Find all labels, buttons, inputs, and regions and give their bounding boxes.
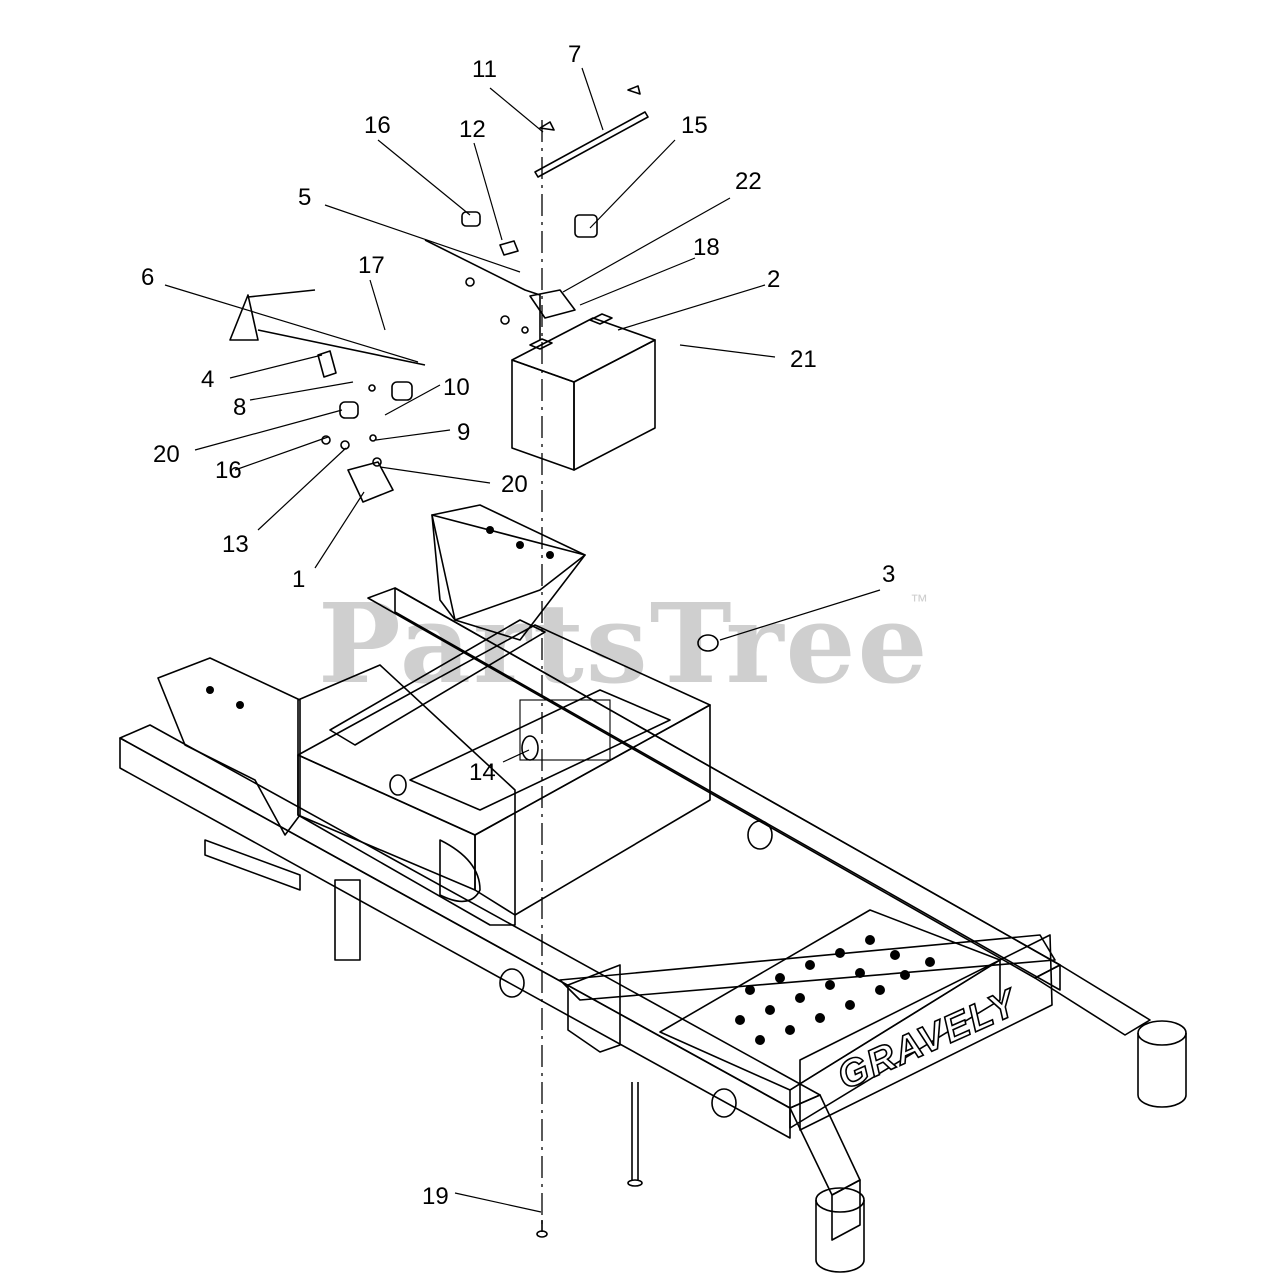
callout-13: 13 bbox=[222, 531, 249, 558]
watermark-text: PartsTree bbox=[318, 579, 930, 708]
brand-logo: GRAVELY bbox=[832, 981, 1026, 1098]
callout-1: 1 bbox=[292, 566, 305, 593]
leader-lines bbox=[164, 67, 881, 1213]
callout-labels: 11 7 16 12 15 22 5 17 18 2 6 21 4 10 8 9… bbox=[141, 41, 895, 1210]
callout-8: 8 bbox=[233, 394, 246, 421]
battery bbox=[511, 313, 656, 471]
callout-4: 4 bbox=[201, 366, 214, 393]
callout-19: 18 bbox=[693, 234, 720, 261]
callout-14: 14 bbox=[469, 759, 496, 786]
callout-10: 10 bbox=[443, 374, 470, 401]
callout-6: 6 bbox=[141, 264, 154, 291]
callout-2: 2 bbox=[767, 266, 780, 293]
callout-12: 12 bbox=[459, 116, 486, 143]
battery-tray-bracket bbox=[431, 504, 586, 621]
callout-7: 7 bbox=[568, 41, 581, 68]
callout-20-right: 21 bbox=[790, 346, 817, 373]
hardware-fasteners bbox=[317, 85, 719, 1238]
caster-tube-right bbox=[1137, 1020, 1187, 1108]
callout-18: 17 bbox=[358, 252, 385, 279]
callout-22: 22 bbox=[735, 168, 762, 195]
callout-15: 15 bbox=[681, 112, 708, 139]
battery-cable bbox=[229, 294, 259, 341]
callout-16-top: 16 bbox=[364, 112, 391, 139]
callout-20-left: 20 bbox=[153, 441, 180, 468]
top-bracket bbox=[534, 111, 649, 178]
callout-9: 9 bbox=[457, 419, 470, 446]
trademark-symbol: ™ bbox=[910, 591, 928, 611]
callout-11: 11 bbox=[472, 56, 497, 83]
callout-3: 3 bbox=[882, 561, 895, 588]
footplate-holes bbox=[735, 935, 935, 1045]
solenoid bbox=[347, 461, 394, 503]
callout-17: 19 bbox=[422, 1183, 449, 1210]
battery-hold-down-rod bbox=[424, 239, 541, 340]
callout-5: 5 bbox=[298, 184, 311, 211]
callout-16-left: 16 bbox=[215, 457, 242, 484]
caster-tube-left bbox=[815, 1187, 865, 1273]
callout-21: 20 bbox=[501, 471, 528, 498]
front-brand-plate bbox=[799, 934, 1053, 1131]
